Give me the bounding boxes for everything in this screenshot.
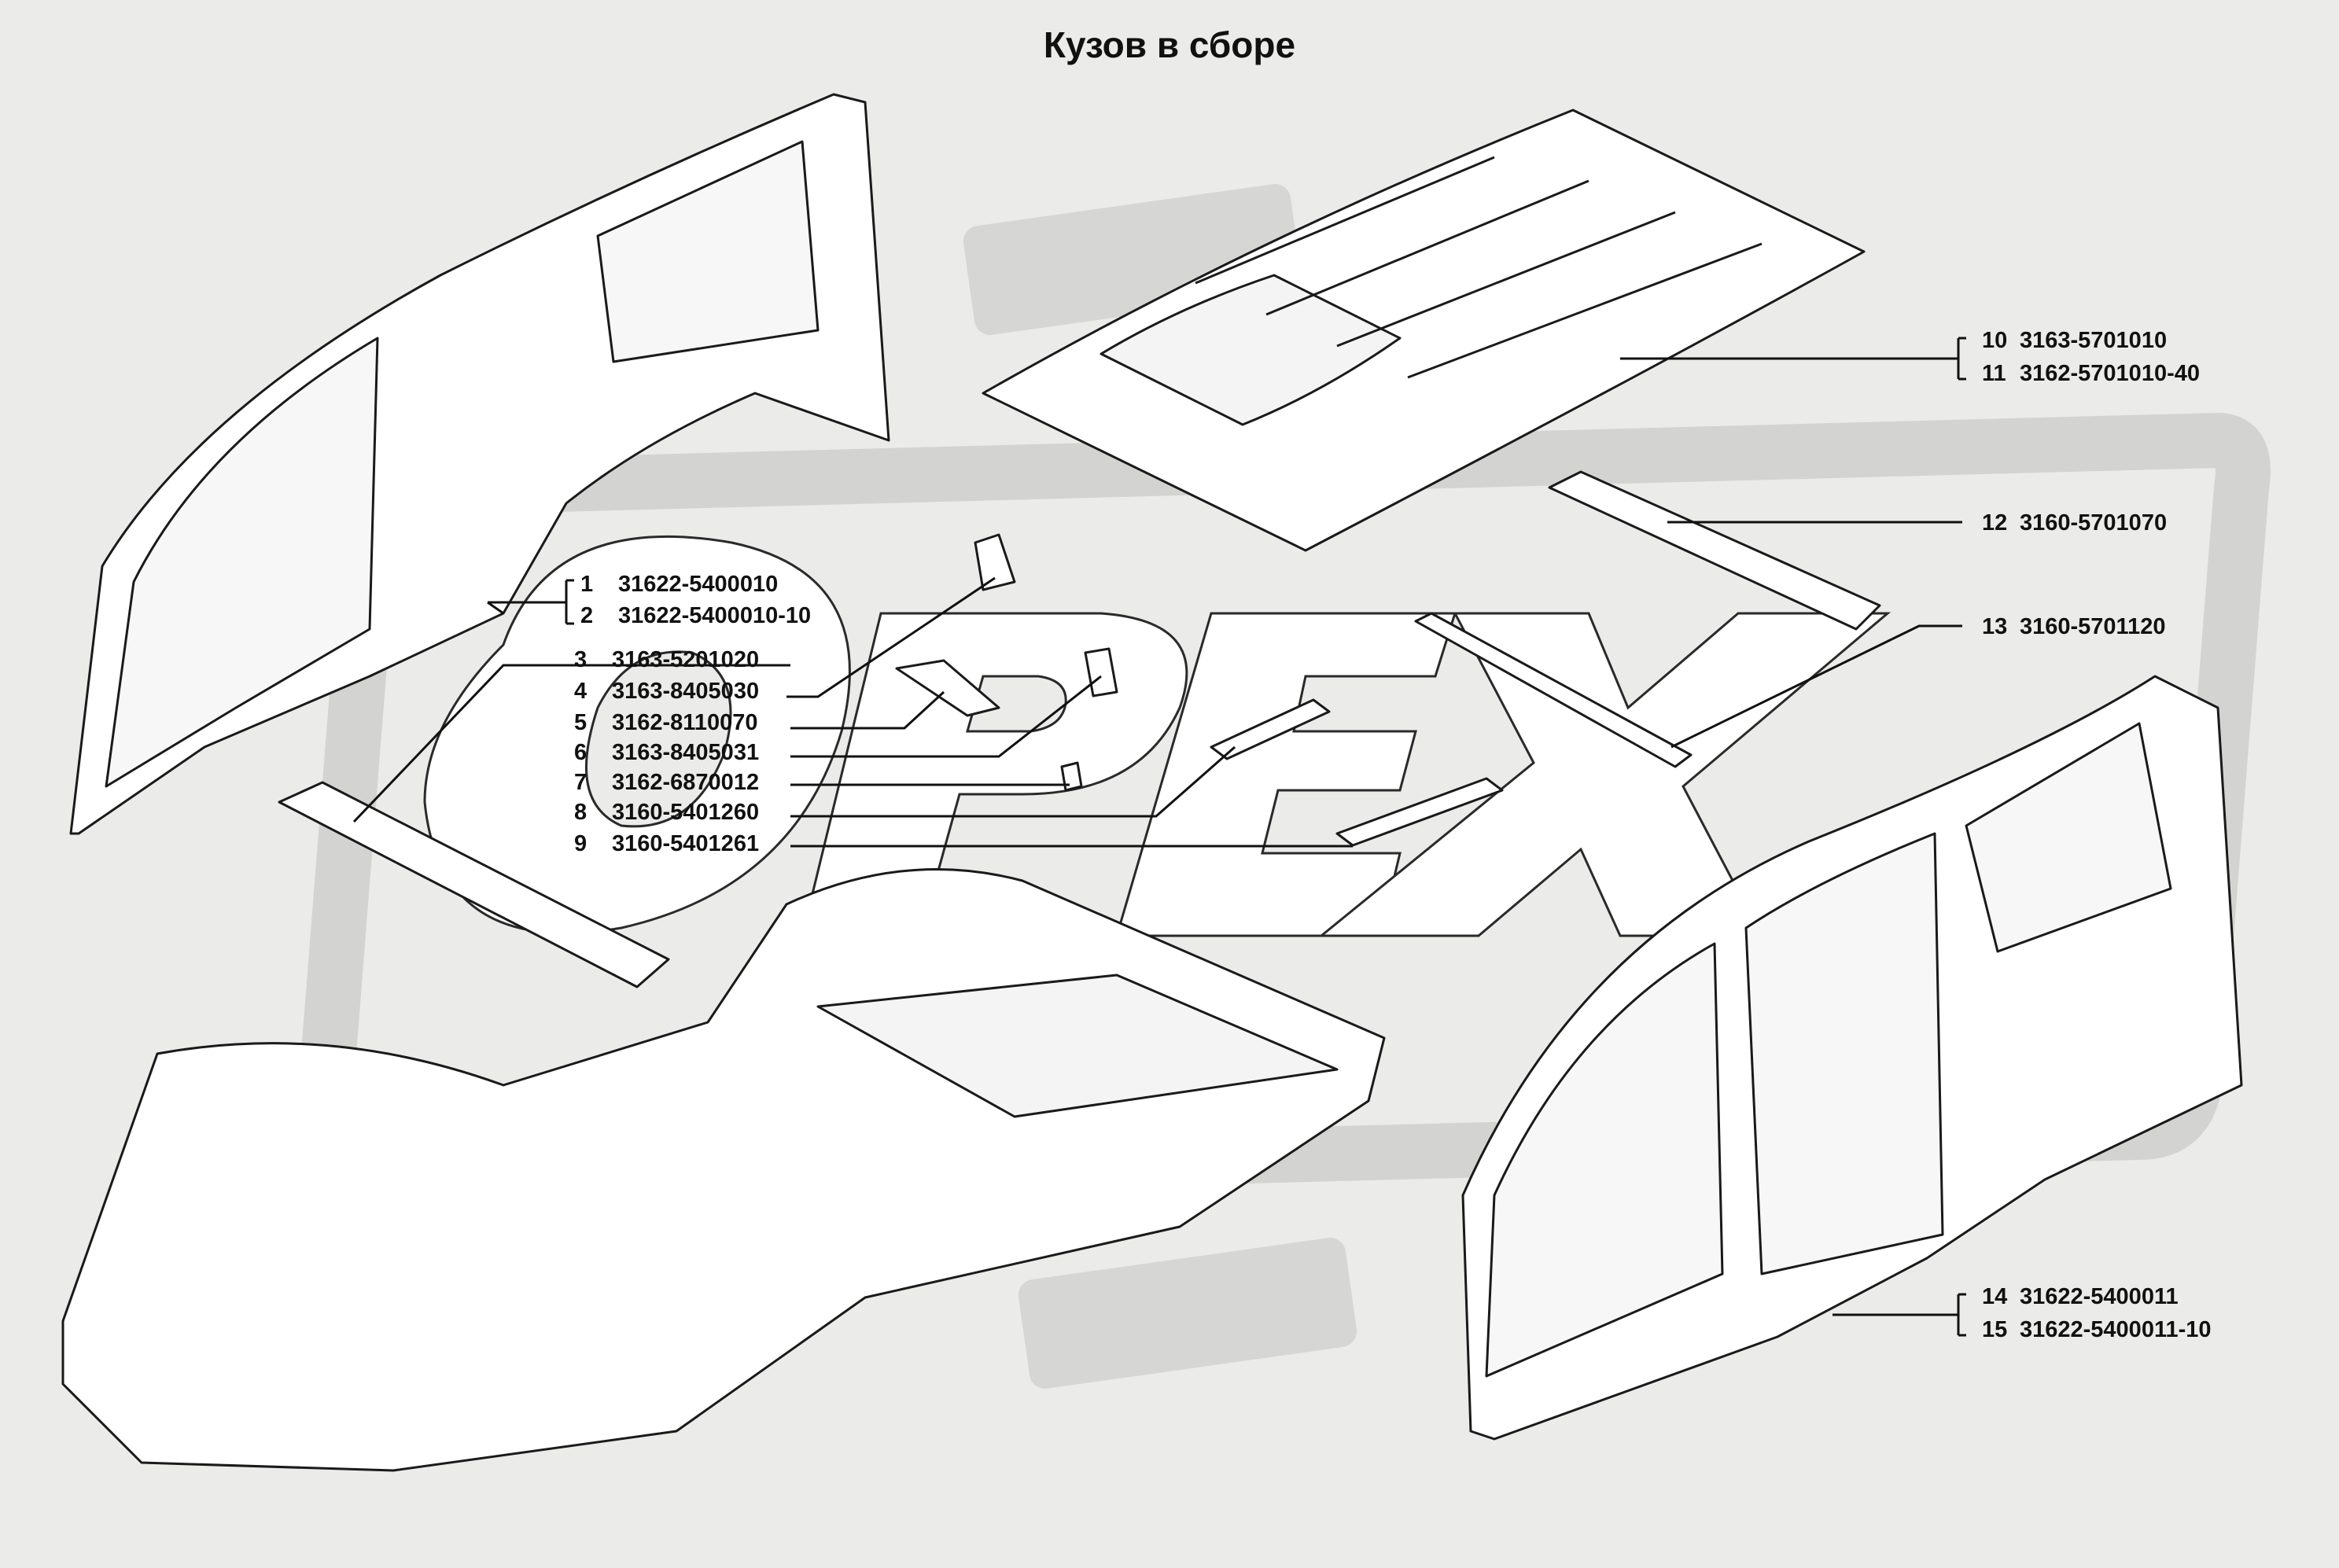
- small-bracket-shape: [974, 533, 1016, 591]
- plate-9-shape: [1335, 777, 1504, 847]
- orex-letters-outline: [423, 535, 1891, 937]
- front-roof-bow-shape: [1548, 470, 1881, 631]
- page-title: Кузов в сборе: [1043, 24, 1296, 65]
- clip-shape: [1060, 761, 1083, 792]
- cowl-panel-shape: [278, 781, 670, 988]
- bracket-5-shape: [895, 659, 1000, 717]
- underbody-shape: [61, 868, 1386, 1472]
- roof-panel-shape: [982, 109, 1866, 552]
- rear-roof-bow-shape: [1414, 612, 1693, 768]
- plate-8-shape: [1210, 698, 1331, 760]
- body-parts-linework: [61, 93, 2243, 1472]
- bracket-6-shape: [1084, 647, 1118, 698]
- leader-lines: [352, 337, 1966, 1337]
